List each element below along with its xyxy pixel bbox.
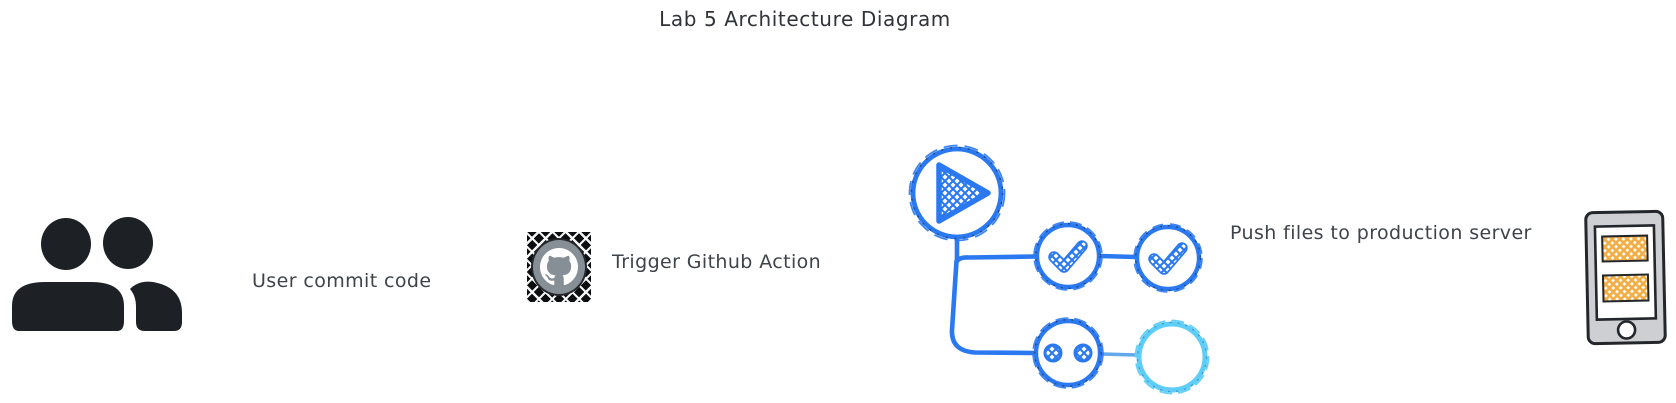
workflow-start-node: [908, 144, 1006, 242]
tablet-server-icon: [1582, 208, 1671, 348]
github-circle: [531, 238, 587, 296]
github-octocat-icon: [540, 248, 578, 286]
workflow-edges: [949, 234, 1139, 357]
success-node-1: [1033, 221, 1103, 291]
running-node: [1032, 317, 1104, 389]
page-title: Lab 5 Architecture Diagram: [659, 7, 951, 31]
dots-icon: [1043, 343, 1093, 363]
status-bar-2: [1601, 273, 1650, 303]
play-icon: [936, 162, 991, 224]
workflow-graph: [890, 125, 1220, 403]
users-icon-svg: [12, 217, 182, 331]
label-push-files: Push files to production server: [1230, 222, 1532, 244]
queued-node: [1134, 319, 1210, 395]
success-node-2: [1133, 223, 1203, 293]
workflow-graph-svg: [908, 144, 1210, 395]
home-button: [1616, 320, 1637, 340]
github-badge: [527, 232, 591, 302]
check-icon: [1048, 240, 1088, 273]
check-icon: [1148, 242, 1188, 275]
users-icon: [12, 194, 182, 336]
label-user-commit: User commit code: [252, 270, 432, 292]
label-trigger-github-action: Trigger Github Action: [612, 251, 822, 273]
tablet-server-svg: [1584, 209, 1667, 346]
status-bar-1: [1601, 234, 1649, 263]
